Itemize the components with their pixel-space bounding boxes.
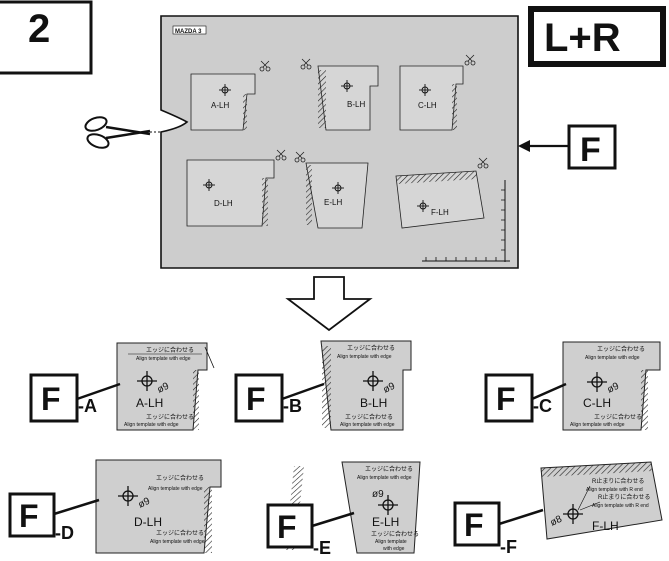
scissors-icon bbox=[84, 116, 162, 149]
detail-f-piece: F-LH bbox=[592, 519, 619, 533]
detail-a-code: -A bbox=[78, 396, 97, 416]
sheet-piece-d: D-LH bbox=[214, 199, 233, 208]
detail-c-dia: ø9 bbox=[606, 381, 622, 396]
detail-e-caption-jp2: エッジに合わせる bbox=[371, 530, 419, 538]
detail-a-piece: A-LH bbox=[136, 396, 163, 410]
detail-a-caption-jp2: エッジに合わせる bbox=[146, 413, 194, 421]
sheet-piece-c: C-LH bbox=[418, 101, 437, 110]
down-arrow-icon bbox=[285, 276, 373, 332]
side-badge: L+R bbox=[528, 6, 666, 67]
detail-f-caption-jp: R止まりに合わせる bbox=[592, 477, 644, 485]
detail-f-f: F bbox=[464, 507, 484, 543]
detail-c: エッジに合わせる Align template with edge ø9 C-L… bbox=[484, 341, 661, 431]
detail-b-code: -B bbox=[283, 396, 302, 416]
detail-c-caption-en: Align template with edge bbox=[585, 355, 640, 361]
detail-c-caption-en2: Align template with edge bbox=[570, 422, 625, 428]
sheet-piece-a: A-LH bbox=[211, 101, 229, 110]
detail-c-code: -C bbox=[533, 396, 552, 416]
detail-c-f: F bbox=[496, 381, 516, 417]
face-marker-letter: F bbox=[580, 131, 601, 169]
detail-d-caption-en: Align template with edge bbox=[148, 486, 203, 492]
detail-d-code: -D bbox=[55, 523, 74, 543]
detail-b-caption-en2: Align template with edge bbox=[340, 422, 395, 428]
detail-d-dia: ø9 bbox=[137, 496, 153, 511]
template-sheet: MAZDA 3 A-LH B-LH C-LH D-LH E-LH bbox=[160, 15, 519, 269]
sheet-piece-f: F-LH bbox=[431, 208, 449, 217]
detail-d-caption-en2: Align template with edge bbox=[150, 539, 205, 545]
detail-f-caption-en: Align template with R end bbox=[586, 487, 643, 493]
detail-f-dia: ø8 bbox=[549, 514, 565, 529]
detail-d-caption-jp: エッジに合わせる bbox=[156, 474, 204, 482]
detail-d-piece: D-LH bbox=[134, 515, 162, 529]
detail-b-piece: B-LH bbox=[360, 396, 387, 410]
step-number: 2 bbox=[28, 7, 50, 51]
detail-a-caption-jp: エッジに合わせる bbox=[146, 346, 194, 354]
detail-e-f: F bbox=[277, 509, 297, 545]
detail-a: エッジに合わせる Align template with edge ø9 A-L… bbox=[29, 342, 215, 431]
detail-c-caption-jp: エッジに合わせる bbox=[597, 345, 645, 353]
detail-b-caption-jp2: エッジに合わせる bbox=[345, 413, 393, 421]
detail-a-dia: ø9 bbox=[156, 381, 172, 396]
detail-e: エッジに合わせる Align template with edge ø9 E-L… bbox=[266, 461, 421, 558]
detail-d-caption-jp2: エッジに合わせる bbox=[156, 529, 204, 537]
face-marker-main: F bbox=[518, 124, 617, 170]
detail-b-caption-jp: エッジに合わせる bbox=[347, 344, 395, 352]
detail-f: R止まりに合わせる Align template with R end R止まり… bbox=[453, 461, 663, 557]
detail-d: エッジに合わせる Align template with edge ø9 D-L… bbox=[8, 459, 222, 554]
sheet-piece-b: B-LH bbox=[347, 100, 365, 109]
sheet-title: MAZDA 3 bbox=[175, 29, 202, 35]
detail-e-dia: ø9 bbox=[372, 489, 384, 500]
detail-f-caption-en2: Align template with R end bbox=[592, 503, 649, 509]
detail-e-piece: E-LH bbox=[372, 515, 399, 529]
detail-c-caption-jp2: エッジに合わせる bbox=[594, 413, 642, 421]
step-number-box: 2 bbox=[0, 0, 93, 75]
detail-f-caption-jp2: R止まりに合わせる bbox=[598, 493, 650, 501]
detail-a-caption-en2: Align template with edge bbox=[124, 422, 179, 428]
detail-c-piece: C-LH bbox=[583, 396, 611, 410]
detail-d-f: F bbox=[19, 498, 39, 534]
detail-f-code: -F bbox=[500, 537, 517, 557]
detail-e-caption-jp: エッジに合わせる bbox=[365, 465, 413, 473]
detail-e-caption-en: Align template with edge bbox=[357, 475, 412, 481]
detail-e-caption-en3: with edge bbox=[383, 546, 405, 552]
side-badge-label: L+R bbox=[544, 16, 621, 60]
detail-b-f: F bbox=[246, 381, 266, 417]
detail-b: エッジに合わせる Align template with edge ø9 B-L… bbox=[234, 340, 412, 431]
sheet-piece-e: E-LH bbox=[324, 198, 342, 207]
detail-b-caption-en: Align template with edge bbox=[337, 354, 392, 360]
detail-a-f: F bbox=[41, 381, 61, 417]
detail-a-caption-en: Align template with edge bbox=[136, 356, 191, 362]
detail-e-code: -E bbox=[313, 538, 331, 558]
detail-b-dia: ø9 bbox=[382, 381, 398, 396]
detail-e-caption-en2: Align template bbox=[375, 539, 407, 545]
